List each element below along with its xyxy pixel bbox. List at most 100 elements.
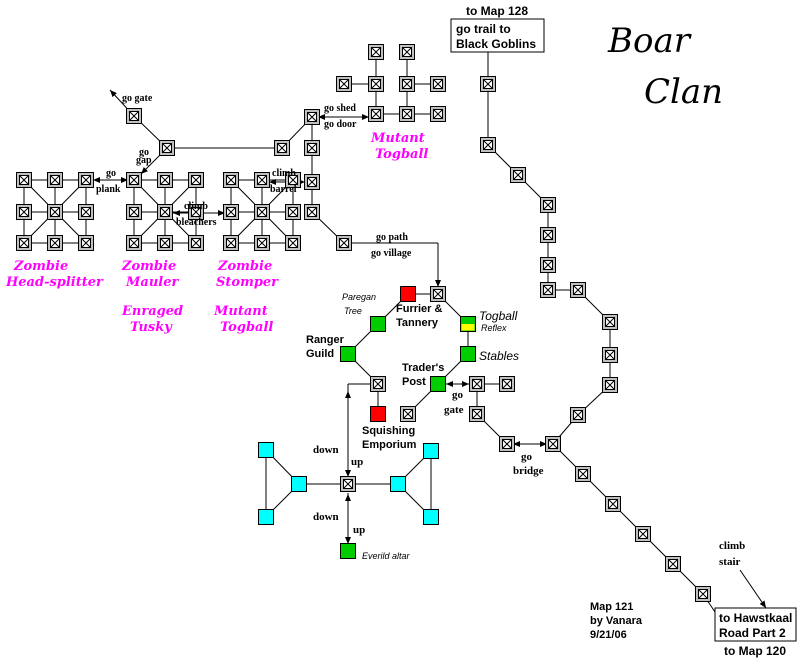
map-room-special[interactable] xyxy=(340,346,356,362)
mob-mutant-togball-top-2: Togball xyxy=(375,147,428,162)
room-x-mark xyxy=(543,200,553,210)
map-room-water[interactable] xyxy=(423,509,439,525)
credits-author: by Vanara xyxy=(590,615,643,627)
map-room-special[interactable] xyxy=(370,316,386,332)
mob-zombie-stomper-1: Zombie xyxy=(217,259,272,274)
map-rooms xyxy=(16,44,711,602)
cmd-go-village: go village xyxy=(371,248,412,259)
room-x-mark xyxy=(191,238,201,248)
room-x-mark xyxy=(81,207,91,217)
mob-mutant-togball-left-1: Mutant xyxy=(213,304,268,319)
mob-enraged-tusky-2: Tusky xyxy=(130,320,173,335)
place-traders-2: Post xyxy=(402,376,426,388)
room-x-mark xyxy=(19,207,29,217)
room-x-mark xyxy=(339,238,349,248)
room-x-mark xyxy=(638,529,648,539)
map-room-water[interactable] xyxy=(423,443,439,459)
room-x-mark xyxy=(226,207,236,217)
room-x-mark xyxy=(307,177,317,187)
room-x-mark xyxy=(668,559,678,569)
exit-top-line1: go trail to xyxy=(456,22,511,36)
cmd-go-plank-2: plank xyxy=(96,184,121,195)
place-furrier-2: Tannery xyxy=(396,317,439,329)
room-x-mark xyxy=(402,79,412,89)
place-squishing-2: Emporium xyxy=(362,439,417,451)
map-room-water[interactable] xyxy=(291,476,307,492)
room-x-mark xyxy=(81,175,91,185)
cmd-climb-stair-1: climb xyxy=(719,540,745,552)
room-x-mark xyxy=(605,317,615,327)
room-x-mark xyxy=(543,230,553,240)
cmd-climb-barrel-2: barrel xyxy=(270,184,297,195)
cmd-climb-stair-2: stair xyxy=(719,556,741,568)
exit-bottom-box[interactable] xyxy=(714,607,797,642)
mob-zombie-mauler-1: Zombie xyxy=(121,259,176,274)
map-room-special[interactable] xyxy=(340,543,356,559)
room-yellow-half xyxy=(461,324,475,331)
room-x-mark xyxy=(226,175,236,185)
room-x-mark xyxy=(371,109,381,119)
exit-bottom-heading: to Map 120 xyxy=(724,644,786,658)
map-room-special[interactable] xyxy=(460,346,476,362)
room-x-mark xyxy=(288,238,298,248)
room-x-mark xyxy=(160,175,170,185)
room-x-mark xyxy=(257,207,267,217)
map-room-special[interactable] xyxy=(430,376,446,392)
exit-top-line2: Black Goblins xyxy=(456,37,536,51)
cmd-go-bridge-2: bridge xyxy=(513,465,544,477)
room-x-mark xyxy=(373,379,383,389)
map-room-shop[interactable] xyxy=(370,406,386,422)
room-x-mark xyxy=(129,238,139,248)
room-x-mark xyxy=(502,439,512,449)
room-x-mark xyxy=(433,289,443,299)
cmd-up-1: up xyxy=(351,456,363,468)
room-x-mark xyxy=(191,207,201,217)
room-x-mark xyxy=(307,143,317,153)
mob-mutant-togball-left-2: Togball xyxy=(220,320,273,335)
room-x-mark xyxy=(162,143,172,153)
room-x-mark xyxy=(483,79,493,89)
cmd-go-gate-top: go gate xyxy=(122,93,153,104)
room-x-mark xyxy=(472,409,482,419)
room-x-mark xyxy=(50,175,60,185)
map-room-water[interactable] xyxy=(258,442,274,458)
cmd-up-2: up xyxy=(353,524,365,536)
place-ranger-1: Ranger xyxy=(306,334,345,346)
room-x-mark xyxy=(339,79,349,89)
room-x-mark xyxy=(288,207,298,217)
place-squishing-1: Squishing xyxy=(362,425,415,437)
room-x-mark xyxy=(402,109,412,119)
room-x-mark xyxy=(129,111,139,121)
room-x-mark xyxy=(548,439,558,449)
place-ranger-2: Guild xyxy=(306,348,334,360)
room-x-mark xyxy=(483,140,493,150)
room-x-mark xyxy=(371,79,381,89)
mob-zombie-mauler-2: Mauler xyxy=(125,275,179,290)
place-reflex: Reflex xyxy=(481,323,507,333)
room-x-mark xyxy=(698,589,708,599)
map-room-water[interactable] xyxy=(390,476,406,492)
room-x-mark xyxy=(578,469,588,479)
cmd-climb-2: bleachers xyxy=(176,217,217,228)
cmd-go-door: go door xyxy=(324,119,357,130)
map-room-water[interactable] xyxy=(258,509,274,525)
mob-enraged-tusky-1: Enraged xyxy=(121,304,183,319)
room-x-mark xyxy=(573,410,583,420)
map-room-shop[interactable] xyxy=(400,286,416,302)
exit-bottom-line2: Road Part 2 xyxy=(719,626,786,640)
map-title-line2: Clan xyxy=(644,72,723,112)
room-x-mark xyxy=(160,238,170,248)
cmd-go-bridge-1: go xyxy=(521,451,533,463)
exit-top-box[interactable] xyxy=(450,18,545,53)
room-x-mark xyxy=(129,207,139,217)
room-x-mark xyxy=(257,238,267,248)
room-x-mark xyxy=(433,109,443,119)
room-x-mark xyxy=(50,207,60,217)
place-paregan-1: Paregan xyxy=(342,292,376,302)
place-togball: Togball xyxy=(479,309,518,323)
room-x-mark xyxy=(605,380,615,390)
room-x-mark xyxy=(543,260,553,270)
room-x-mark xyxy=(191,175,201,185)
room-x-mark xyxy=(50,238,60,248)
